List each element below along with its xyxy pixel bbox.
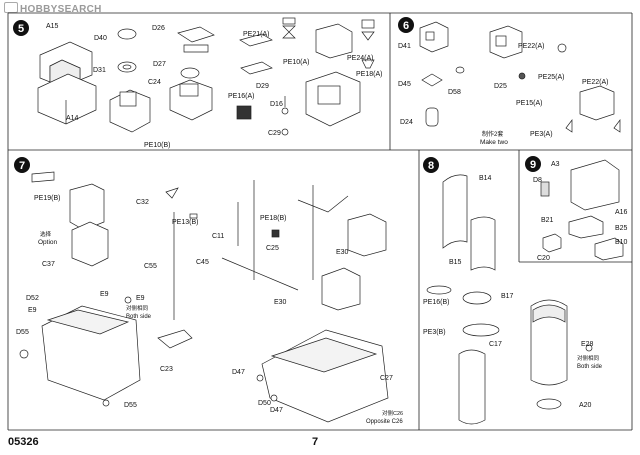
label-c17: C17 (489, 341, 502, 348)
label-b21: B21 (541, 217, 554, 224)
label-pe3b: PE3(B) (423, 329, 446, 336)
label-d8: D8 (533, 177, 542, 184)
step-8-number-badge (423, 157, 439, 173)
step-7-number-badge (14, 157, 30, 173)
label-d25: D25 (494, 83, 507, 90)
label-c23: C23 (160, 366, 173, 373)
label-c24: C24 (148, 79, 161, 86)
label-opposite-c26-en: Opposite C26 (366, 419, 403, 425)
label-b15: B15 (449, 259, 462, 266)
label-pe22a-right: PE22(A) (582, 79, 608, 86)
label-both-side-cn-9: 对侧相同 (577, 354, 600, 362)
label-d47-upper: D47 (232, 369, 245, 376)
step-6-drawing: 6 D41 PE22(A) D45 D58 (398, 17, 621, 146)
label-d24: D24 (400, 119, 413, 126)
label-e30-lower: E30 (274, 299, 287, 306)
label-b25: B25 (615, 225, 628, 232)
label-d47-lower: D47 (270, 407, 283, 414)
label-d50: D50 (258, 400, 271, 407)
label-c27: C27 (380, 375, 393, 382)
label-a20: A20 (579, 402, 592, 409)
step-8-drawing: 8 B14 B15 PE16(B) B17 PE3(B) C17 (423, 157, 514, 425)
label-c55: C55 (144, 263, 157, 270)
step-9-lower-drawing: E28 对侧相同 Both side A20 (530, 299, 603, 410)
step-6-number-badge (398, 17, 414, 33)
label-pe21a: PE21(A) (243, 31, 269, 38)
label-pe16a: PE16(A) (228, 93, 254, 100)
label-both-side-en-9: Both side (577, 364, 603, 370)
step-7-drawing: 7 (14, 157, 403, 425)
label-c45: C45 (196, 259, 209, 266)
label-option-en: Option (38, 239, 58, 246)
label-pe16b: PE16(B) (423, 299, 449, 306)
label-c20: C20 (537, 255, 550, 262)
label-d58: D58 (448, 89, 461, 96)
label-pe19b: PE19(B) (34, 195, 60, 202)
label-opposite-c26-cn: 对侧C26 (382, 409, 403, 417)
label-both-side-en-7: Both side (126, 314, 152, 320)
label-d45: D45 (398, 81, 411, 88)
label-d16: D16 (270, 101, 283, 108)
label-both-side-cn-7: 对侧相同 (126, 304, 149, 312)
label-c29: C29 (268, 130, 281, 137)
label-d31: D31 (93, 67, 106, 74)
label-pe15a: PE15(A) (516, 100, 542, 107)
label-c37: C37 (42, 261, 55, 268)
label-c25: C25 (266, 245, 279, 252)
label-e9-right: E9 (136, 295, 145, 302)
label-pe10a: PE10(A) (283, 59, 309, 66)
product-code: 05326 (8, 436, 39, 448)
step-6-number: 6 (403, 20, 409, 32)
page-number: 7 (312, 436, 319, 448)
label-d41: D41 (398, 43, 411, 50)
label-pe13b: PE13(B) (172, 219, 198, 226)
label-b14: B14 (479, 175, 492, 182)
label-c11: C11 (212, 233, 224, 240)
label-pe10b: PE10(B) (144, 142, 170, 149)
label-e9-lower: E9 (28, 307, 37, 314)
label-a16: A16 (615, 209, 628, 216)
label-e30-top: E30 (336, 249, 349, 256)
step-8-number: 8 (428, 160, 434, 172)
watermark-logo-icon (4, 2, 18, 13)
label-b10: B10 (615, 239, 628, 246)
label-d52: D52 (26, 295, 39, 302)
step-7-number: 7 (19, 160, 25, 172)
label-b17: B17 (501, 293, 514, 300)
label-d27: D27 (153, 61, 166, 68)
label-e9-left: E9 (100, 291, 109, 298)
label-make-two-en: Make two (480, 139, 508, 146)
step-5-number-badge (13, 20, 29, 36)
label-pe18b: PE18(B) (260, 215, 286, 222)
label-c32: C32 (136, 199, 149, 206)
label-pe3a: PE3(A) (530, 131, 553, 138)
label-a15: A15 (46, 23, 59, 30)
label-pe25a: PE25(A) (538, 74, 564, 81)
label-d26: D26 (152, 25, 165, 32)
label-d29: D29 (256, 83, 269, 90)
label-e28: E28 (581, 341, 594, 348)
label-pe22a-top: PE22(A) (518, 43, 544, 50)
step-9-number-badge (525, 156, 541, 172)
label-make-two-cn: 制作2套 (482, 130, 503, 138)
label-a14: A14 (66, 115, 79, 122)
step-5-number: 5 (18, 23, 24, 35)
label-pe24a: PE24(A) (347, 55, 373, 62)
label-option-cn: 选择 (40, 230, 52, 238)
step-5-drawing: 5 (13, 17, 382, 149)
label-d40: D40 (94, 35, 107, 42)
label-pe18a: PE18(A) (356, 71, 382, 78)
step-9-drawing: 9 A3 D8 A16 B21 B25 B10 C20 (525, 156, 628, 262)
watermark: HOBBYSEARCH (4, 2, 102, 15)
step-9-number: 9 (530, 159, 536, 171)
label-d55-upper: D55 (16, 329, 29, 336)
label-a3: A3 (551, 161, 560, 168)
label-d55-lower: D55 (124, 402, 137, 409)
